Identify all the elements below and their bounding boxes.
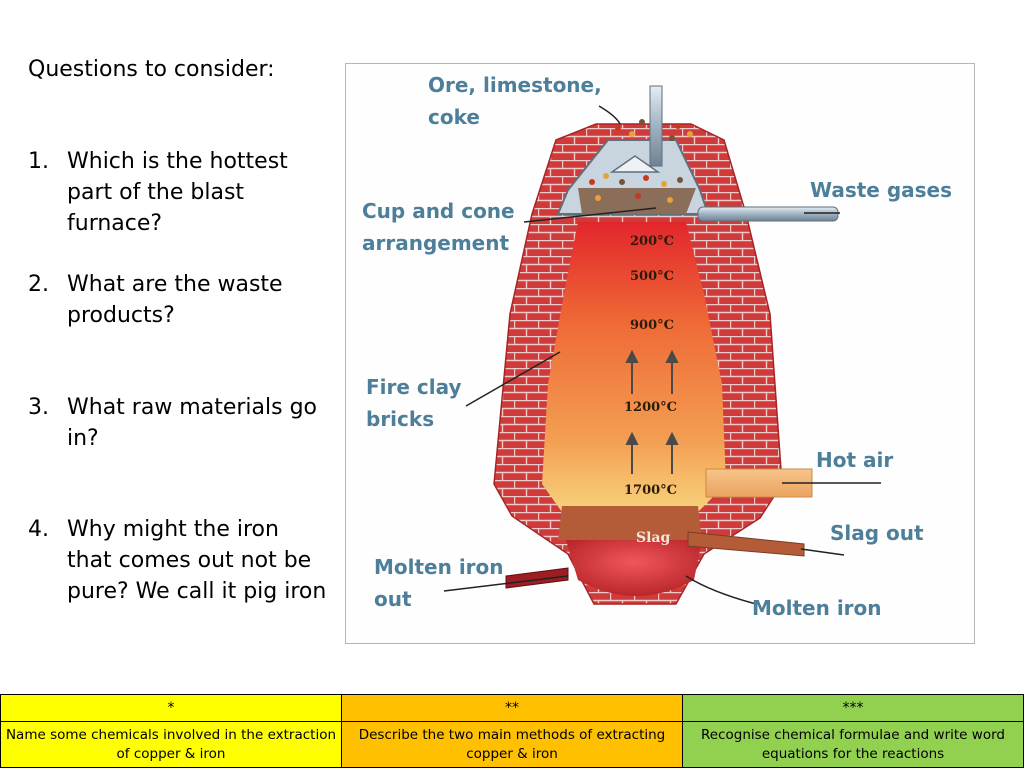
question-number: 2. (28, 272, 49, 297)
success-criteria-table: * ** *** Name some chemicals involved in… (0, 693, 1024, 768)
temperature-label: 1700°C (624, 483, 677, 498)
slag-out-pipe (687, 531, 805, 557)
temperature-label: 200°C (630, 234, 674, 249)
label-ore-line2: coke (428, 105, 480, 129)
molten-iron-pool (566, 540, 702, 596)
label-fire-clay-line1: Fire clay (366, 375, 462, 399)
furnace-interior (542, 222, 726, 512)
criteria-level-1-text: Name some chemicals involved in the extr… (0, 721, 342, 768)
temperature-label: 900°C (630, 318, 674, 333)
temperature-label: 500°C (630, 269, 674, 284)
criteria-level-2-header: ** (341, 693, 683, 723)
questions-heading: Questions to consider: (28, 57, 275, 82)
label-molten-iron-out-line1: Molten iron (374, 555, 504, 579)
label-molten-iron-out-line2: out (374, 587, 412, 611)
question-number: 1. (28, 149, 49, 174)
question-text: What raw materials go in? (67, 395, 318, 451)
questions-panel: Questions to consider: 1. Which is the h… (28, 54, 328, 604)
slag-layer (558, 506, 702, 540)
blast-furnace-svg: Ore, limestone, coke Cup and cone arrang… (362, 73, 952, 620)
molten-iron-out-pipe (505, 567, 569, 589)
label-molten-iron: Molten iron (752, 596, 882, 620)
temperature-label: 1200°C (624, 400, 677, 415)
question-number: 3. (28, 395, 49, 420)
criteria-level-2-text: Describe the two main methods of extract… (341, 721, 683, 768)
label-ore-line1: Ore, limestone, (428, 73, 602, 97)
raw-material-particles (615, 119, 693, 141)
label-cup-cone-line1: Cup and cone (362, 199, 515, 223)
blast-furnace-diagram: Ore, limestone, coke Cup and cone arrang… (345, 63, 975, 644)
label-cup-cone-line2: arrangement (362, 231, 509, 255)
label-waste-gases: Waste gases (810, 178, 952, 202)
question-text: Why might the iron that comes out not be… (67, 517, 327, 604)
criteria-level-3-text: Recognise chemical formulae and write wo… (682, 721, 1024, 768)
waste-gas-pipe (697, 206, 839, 222)
question-number: 4. (28, 517, 49, 542)
question-text: Which is the hottest part of the blast f… (67, 149, 288, 236)
label-slag: Slag (636, 530, 671, 546)
label-hot-air: Hot air (816, 448, 893, 472)
criteria-level-3-header: *** (682, 693, 1024, 723)
criteria-header-row: * ** *** (0, 693, 1024, 723)
pointer-lines (465, 105, 840, 605)
question-text: What are the waste products? (67, 272, 283, 328)
label-slag-out: Slag out (830, 521, 924, 545)
label-fire-clay-line2: bricks (366, 407, 434, 431)
rising-arrows (625, 349, 679, 474)
criteria-description-row: Name some chemicals involved in the extr… (0, 721, 1024, 768)
criteria-level-1-header: * (0, 693, 342, 723)
